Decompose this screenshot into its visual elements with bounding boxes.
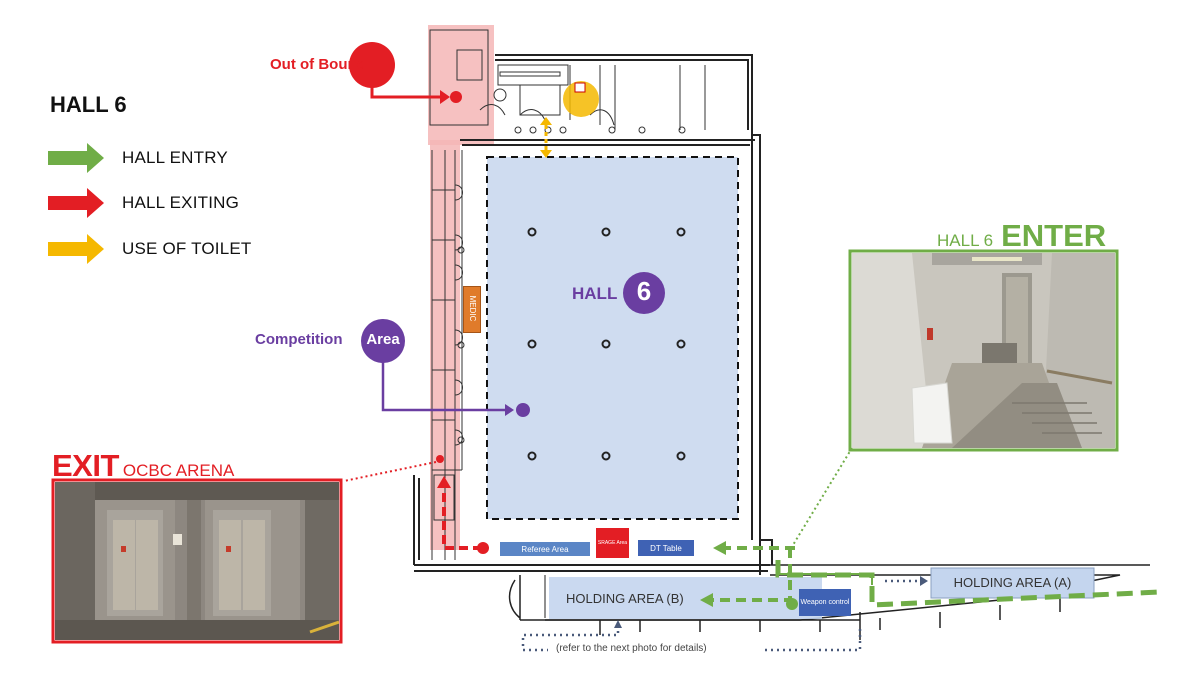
legend-label-toilet: USE OF TOILET	[122, 239, 252, 258]
medic-label: MEDIC	[468, 295, 477, 322]
pillars	[527, 227, 686, 461]
medic-room: MEDIC	[463, 286, 481, 333]
out-of-bound-zone	[428, 25, 494, 550]
legend-label-entry: HALL ENTRY	[122, 148, 228, 167]
exit-route	[343, 42, 489, 554]
enter-small: HALL 6	[937, 231, 994, 250]
legend-arrows	[48, 143, 104, 264]
dt-table: DT Table	[638, 540, 694, 556]
enter-photo-frame	[848, 249, 1119, 452]
entry-route	[700, 447, 1161, 610]
enter-photo	[852, 253, 1115, 448]
dotted-routes	[521, 579, 922, 652]
competition-area	[486, 156, 739, 520]
exit-big: EXIT	[52, 448, 119, 483]
exit-small: OCBC ARENA	[122, 461, 235, 480]
hall-label: HALL	[572, 284, 618, 303]
left-corridor	[431, 150, 465, 560]
enter-title: HALL 6 ENTER	[937, 218, 1106, 254]
legend-label-exit: HALL EXITING	[122, 193, 240, 212]
competition-callout	[361, 272, 665, 417]
toilet-marker	[540, 81, 599, 158]
srage-area: SRAGE Area	[596, 528, 629, 558]
top-rooms	[429, 29, 706, 134]
competition-area-circle-label: Area	[366, 331, 400, 348]
hall-number: 6	[636, 276, 652, 306]
building-walls	[413, 54, 1150, 640]
holding-area-b-label: HOLDING AREA (B)	[566, 591, 684, 606]
competition-label: Competition	[255, 331, 343, 348]
weapon-control: Weapon control	[799, 589, 851, 616]
exit-photo-frame	[51, 478, 343, 644]
enter-big: ENTER	[1001, 218, 1107, 253]
legend-item-entry: HALL ENTRY	[48, 143, 228, 173]
legend-item-toilet: USE OF TOILET	[48, 234, 252, 264]
holding-area-a-label: HOLDING AREA (A)	[953, 575, 1072, 590]
refer-note: (refer to the next photo for details)	[556, 643, 707, 654]
exit-photo	[55, 482, 339, 640]
out-of-bound-label: Out of Bound	[270, 56, 366, 73]
referee-area: Referee Area	[500, 542, 590, 556]
legend-title: HALL 6	[50, 92, 127, 117]
holding-area-a-box	[930, 567, 1095, 599]
legend-item-exit: HALL EXITING	[48, 188, 239, 218]
